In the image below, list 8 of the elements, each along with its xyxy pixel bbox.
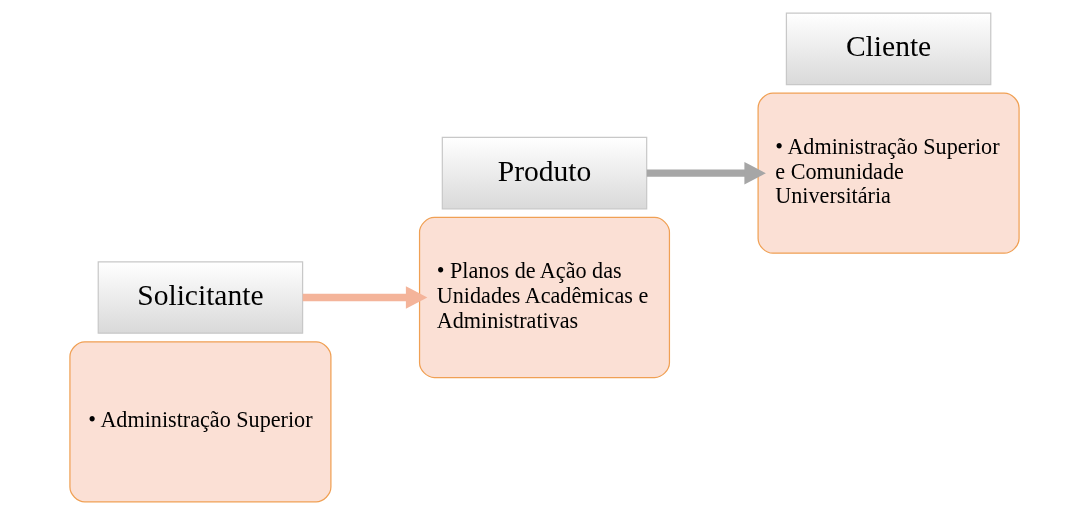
arrow [646,161,766,185]
node-box: Solicitante [97,261,304,334]
arrow [302,286,428,309]
node-box: • Planos de Ação das Unidades Acadêmicas e Administrativas [418,216,671,379]
node-box: • Administração Superior [69,341,332,503]
node-box: Cliente [785,12,992,86]
node-box: • Administração Superior e Comunidade Universitária [757,92,1020,254]
node-box: Produto [441,136,648,210]
